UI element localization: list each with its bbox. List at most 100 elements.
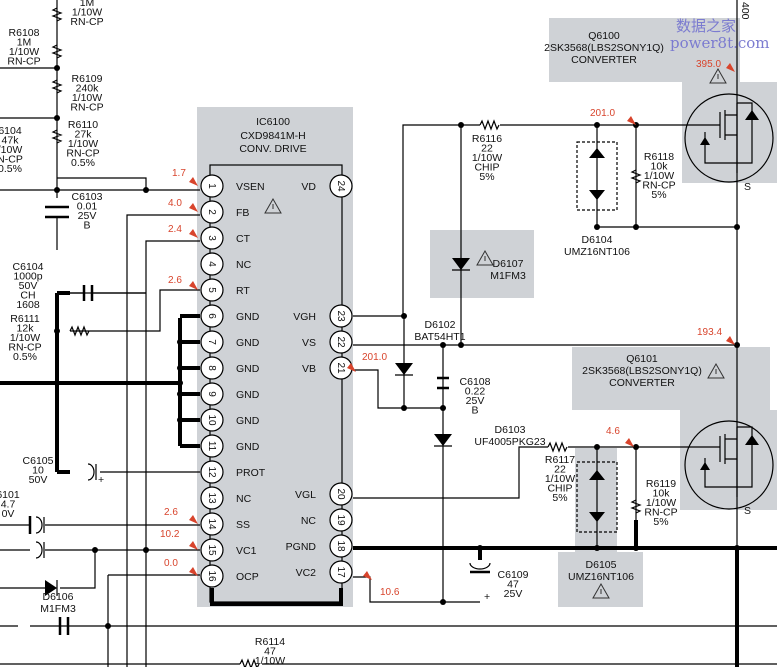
pin-circle: [200, 382, 224, 406]
component-value: 1000p: [13, 271, 42, 283]
pin-circle: [329, 304, 353, 328]
pin-number: 8: [206, 365, 217, 371]
ic-function: CONV. DRIVE: [239, 143, 306, 155]
component-value: CONVERTER: [609, 377, 675, 389]
pin-circle: [200, 200, 224, 224]
d6105-shade: [575, 448, 617, 552]
component-ref: 6104: [0, 125, 22, 137]
pin-name: GND: [236, 389, 260, 401]
pin-name: GND: [236, 337, 260, 349]
component-ref: C6108: [460, 376, 491, 388]
pin-circle: [200, 278, 224, 302]
component-value: CHIP: [474, 162, 499, 174]
component-value: 1/10W: [472, 152, 502, 164]
component-ref: D6104: [582, 234, 613, 246]
d6107-shade: [430, 230, 534, 298]
q6100-shade: [682, 82, 777, 183]
component-value: 5%: [653, 516, 668, 528]
pin-name: PROT: [236, 467, 266, 479]
voltage-arrow-icon: [347, 363, 356, 372]
component-value: 25V: [78, 210, 97, 222]
component-value: 5%: [479, 171, 494, 183]
component-ref: R6110: [68, 119, 98, 131]
pin-number: 17: [335, 566, 346, 578]
voltage-value: 2.4: [168, 224, 182, 235]
pin-circle: [200, 460, 224, 484]
warning-icon: [709, 67, 727, 84]
component-value: 1/10W: [10, 332, 40, 344]
component-ref: 1M: [80, 0, 95, 9]
pin-number: 16: [206, 570, 217, 582]
voltage-arrow-icon: [189, 203, 198, 212]
component-ref: R6117: [545, 454, 575, 466]
voltage-arrow-icon: [726, 336, 735, 345]
pin-number: 23: [335, 310, 346, 322]
pin-circle: [200, 538, 224, 562]
pin-circle: [200, 252, 224, 276]
pin-name: VB: [302, 363, 316, 375]
voltage-arrow-icon: [363, 571, 372, 580]
pin-number: 5: [206, 287, 217, 293]
source-label-q6101: S: [744, 505, 751, 517]
component-value: 1M: [17, 37, 32, 49]
pin-number: 24: [335, 180, 346, 192]
pin-name: PGND: [286, 541, 317, 553]
component-value: 2SK3568(LBS2SONY1Q): [544, 42, 664, 54]
pin-number: 19: [335, 514, 346, 526]
q6101-shade: [680, 410, 777, 510]
component-value: RN-CP: [7, 56, 40, 68]
voltage-marker: 201.0: [347, 352, 387, 372]
voltage-value: 395.0: [696, 59, 721, 70]
voltage-value: 4.0: [168, 198, 182, 209]
pin-name: RT: [236, 285, 250, 297]
voltage-arrow-icon: [189, 567, 198, 576]
component-ref: Q6100: [588, 30, 620, 42]
component-value: UMZ16NT106: [568, 571, 634, 583]
component-ref: R6111: [10, 313, 40, 325]
component-value: 47: [507, 579, 519, 591]
pin-circle: [200, 174, 224, 198]
pin-name: VGH: [293, 311, 316, 323]
pin-number: 7: [206, 339, 217, 345]
component-value: 25V: [466, 395, 485, 407]
pin-circle: [329, 560, 353, 584]
pin-number: 22: [335, 336, 346, 348]
pin-circle: [200, 486, 224, 510]
component-value: 22: [481, 143, 493, 155]
pin-name: VGL: [295, 489, 316, 501]
pin-name: VSEN: [236, 181, 265, 193]
voltage-value: 10.6: [380, 587, 400, 598]
q6100-label-shade: [549, 18, 740, 82]
voltage-marker: 2.6: [164, 507, 198, 524]
component-ref: D6106: [43, 591, 74, 603]
pin-circle: [329, 534, 353, 558]
watermark-line2: power8t.com: [670, 34, 770, 52]
component-value: 1608: [16, 299, 40, 311]
component-value: RN-CP: [8, 342, 41, 354]
component-labels: 1M1/10WRN-CPR61081M1/10WRN-CPR6109240k1/…: [0, 0, 702, 667]
pin-circle: [200, 434, 224, 458]
pin-name: OCP: [236, 571, 259, 583]
pin-number: 2: [206, 209, 217, 215]
pin-number: 13: [206, 492, 217, 504]
voltage-arrow-icon: [189, 281, 198, 290]
component-value: UF4005PKG23: [474, 436, 545, 448]
pin-number: 11: [206, 441, 217, 452]
pin-circle: [329, 482, 353, 506]
component-value: CHIP: [547, 483, 572, 495]
component-value: N-CP: [0, 154, 23, 166]
voltage-arrow-icon: [627, 116, 636, 125]
component-ref: R6119: [646, 478, 676, 490]
component-value: 0.01: [77, 201, 98, 213]
